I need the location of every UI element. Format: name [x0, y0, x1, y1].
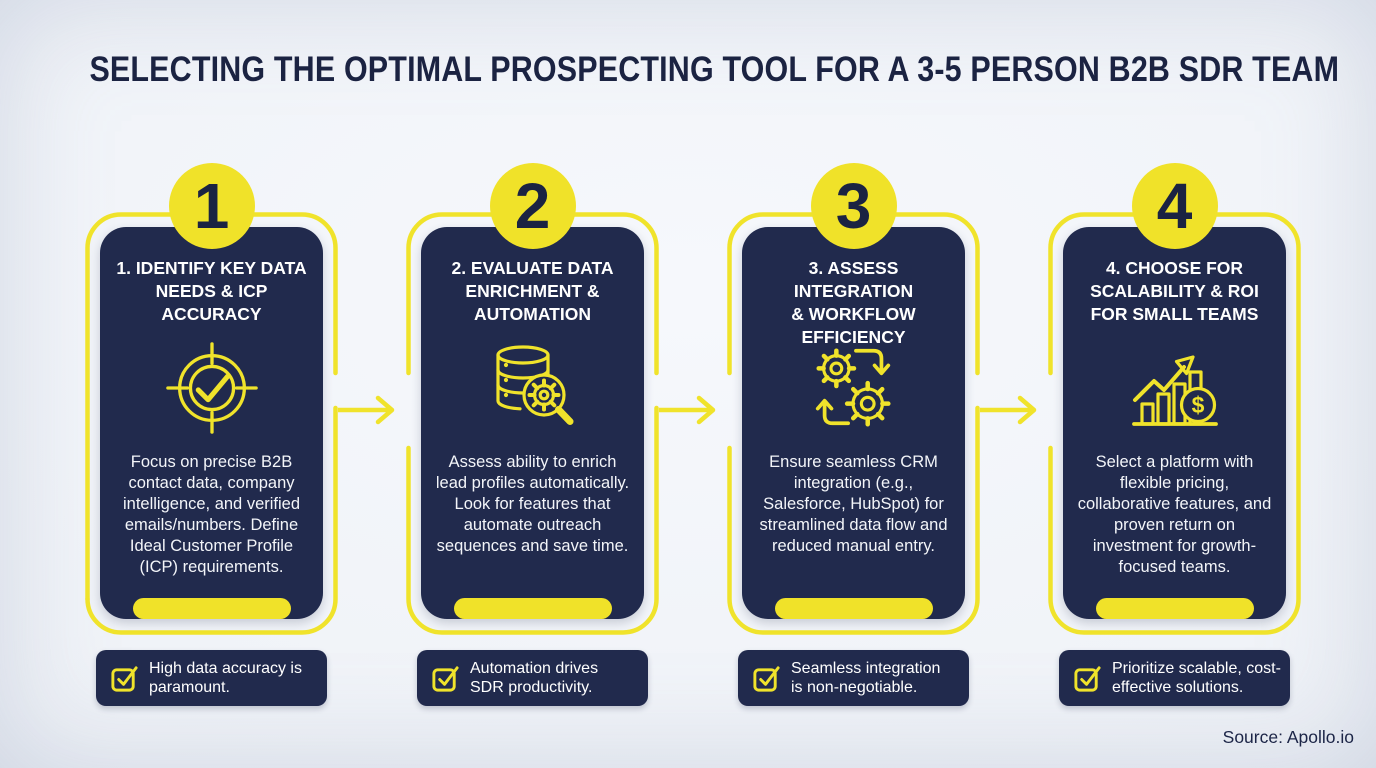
- checkbox-check-icon: [109, 663, 140, 694]
- step-description: Assess ability to enrich lead profiles a…: [435, 453, 630, 555]
- card-bottom-tab: [453, 598, 612, 619]
- step-column-1: 1 1. IDENTIFY KEY DATA NEEDS & ICP ACCUR…: [85, 163, 395, 706]
- step-title-line: 4. CHOOSE FOR: [1105, 258, 1244, 278]
- sync-gears-icon: [805, 332, 903, 444]
- key-point-line: SDR productivity.: [470, 679, 593, 696]
- card-bottom-tab: [1095, 598, 1254, 619]
- step-card: 1. IDENTIFY KEY DATA NEEDS & ICP ACCURAC…: [100, 227, 323, 619]
- step-title-line: 3. ASSESS INTEGRATION: [793, 258, 914, 301]
- source-attribution: Source: Apollo.io: [1222, 727, 1354, 747]
- svg-text:$: $: [1191, 392, 1204, 418]
- step-title-line: 2. EVALUATE DATA: [451, 258, 614, 278]
- target-check-icon: [163, 332, 261, 444]
- key-point-box: Prioritize scalable, cost- effective sol…: [1059, 650, 1290, 706]
- step-column-4: 4 4. CHOOSE FOR SCALABILITY & ROI FOR SM…: [1048, 163, 1301, 706]
- card-outline: [1048, 212, 1301, 635]
- key-point-line: effective solutions.: [1112, 679, 1244, 696]
- step-title: 4. CHOOSE FOR SCALABILITY & ROI FOR SMAL…: [1071, 257, 1278, 326]
- key-point-line: is non-negotiable.: [791, 679, 918, 696]
- key-point-box: Seamless integration is non-negotiable.: [738, 650, 969, 706]
- card-bottom-tab: [774, 598, 933, 619]
- step-card: 2. EVALUATE DATA ENRICHMENT & AUTOMATION: [421, 227, 644, 619]
- key-point-text: Prioritize scalable, cost- effective sol…: [1112, 659, 1281, 698]
- checkbox-check-icon: [751, 663, 782, 694]
- step-description: Focus on precise B2B contact data, compa…: [122, 453, 301, 576]
- arrow-right-icon: [659, 395, 716, 425]
- key-point-text: Automation drives SDR productivity.: [470, 659, 598, 698]
- database-magnifier-gear-icon: [483, 332, 583, 444]
- step-column-3: 3 3. ASSESS INTEGRATION & WORKFLOW EFFIC…: [727, 163, 1037, 706]
- step-number-badge: 3: [810, 163, 897, 249]
- step-description: Select a platform with flexible pricing,…: [1077, 453, 1272, 576]
- growth-chart-dollar-icon: $: [1125, 332, 1225, 444]
- key-point-line: High data accuracy is: [149, 659, 302, 677]
- step-number-badge: 4: [1131, 163, 1218, 249]
- step-title-line: ACCURACY: [161, 304, 262, 324]
- step-title-line: SCALABILITY & ROI: [1090, 281, 1259, 301]
- step-title-line: 1. IDENTIFY KEY DATA: [116, 258, 307, 278]
- key-point-line: Prioritize scalable, cost-: [1112, 659, 1281, 677]
- key-point-box: High data accuracy is paramount.: [96, 650, 327, 706]
- step-title-line: EFFICIENCY: [801, 327, 906, 347]
- step-title-line: AUTOMATION: [474, 304, 591, 324]
- step-card: 4. CHOOSE FOR SCALABILITY & ROI FOR SMAL…: [1063, 227, 1286, 619]
- key-point-line: Automation drives: [470, 659, 599, 677]
- page-title: SELECTING THE OPTIMAL PROSPECTING TOOL F…: [89, 50, 1340, 89]
- arrow-right-icon: [980, 395, 1037, 425]
- step-description: Ensure seamless CRM integration (e.g., S…: [759, 453, 948, 555]
- step-title: 1. IDENTIFY KEY DATA NEEDS & ICP ACCURAC…: [108, 257, 315, 326]
- step-number-badge: 2: [489, 163, 576, 249]
- checkbox-check-icon: [430, 663, 461, 694]
- step-title-line: FOR SMALL TEAMS: [1090, 304, 1259, 324]
- steps-row: 1 1. IDENTIFY KEY DATA NEEDS & ICP ACCUR…: [85, 163, 1301, 706]
- key-point-line: paramount.: [149, 679, 230, 696]
- key-point-text: High data accuracy is paramount.: [149, 659, 302, 698]
- step-title: 2. EVALUATE DATA ENRICHMENT & AUTOMATION: [429, 257, 636, 326]
- step-title-line: NEEDS & ICP: [155, 281, 268, 301]
- step-column-2: 2 2. EVALUATE DATA ENRICHMENT & AUTOMATI…: [406, 163, 716, 706]
- step-number-badge: 1: [168, 163, 255, 249]
- arrow-right-icon: [338, 395, 395, 425]
- step-card: 3. ASSESS INTEGRATION & WORKFLOW EFFICIE…: [742, 227, 965, 619]
- step-title-line: & WORKFLOW: [791, 304, 916, 324]
- key-point-text: Seamless integration is non-negotiable.: [791, 659, 940, 698]
- key-point-box: Automation drives SDR productivity.: [417, 650, 648, 706]
- key-point-line: Seamless integration: [791, 659, 941, 677]
- step-title: 3. ASSESS INTEGRATION & WORKFLOW EFFICIE…: [750, 257, 957, 347]
- step-title-line: ENRICHMENT &: [465, 281, 600, 301]
- card-bottom-tab: [132, 598, 291, 619]
- checkbox-check-icon: [1072, 663, 1103, 694]
